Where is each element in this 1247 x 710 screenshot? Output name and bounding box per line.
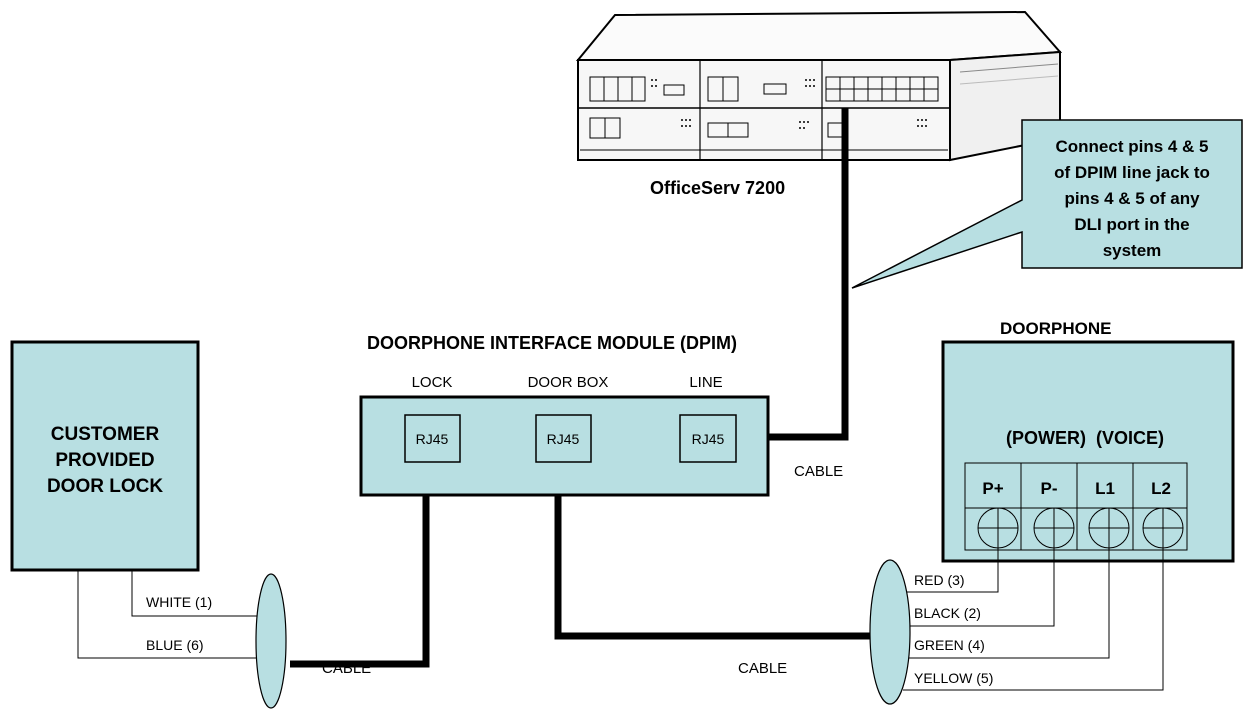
door-lock-line-1: CUSTOMER (51, 424, 160, 445)
callout-line-5: system (1103, 241, 1162, 260)
wire-label-yellow: YELLOW (5) (914, 670, 993, 686)
terminal-label-p-minus: P- (1041, 479, 1058, 498)
cable-label-line: CABLE (794, 463, 843, 480)
callout: Connect pins 4 & 5 of DPIM line jack to … (851, 119, 1243, 289)
doorphone-wires (903, 548, 1164, 691)
dpim-port-label-doorbox: DOOR BOX (528, 374, 609, 391)
rj45-label-doorbox: RJ45 (547, 431, 580, 447)
rj45-jack-lock (404, 414, 461, 463)
callout-line-3: pins 4 & 5 of any (1064, 189, 1200, 208)
doorbox-cable-splice (869, 559, 911, 705)
heavy-cables (290, 108, 873, 668)
dpim-module: RJ45 RJ45 RJ45 (359, 395, 770, 497)
wire-label-black: BLACK (2) (914, 605, 981, 621)
system-label: OfficeServ 7200 (650, 178, 785, 198)
terminal-label-p-plus: P+ (982, 479, 1003, 498)
terminal-label-l2: L2 (1151, 479, 1171, 498)
dpim-title: DOORPHONE INTERFACE MODULE (DPIM) (367, 333, 737, 353)
doorphone-title: DOORPHONE (1000, 319, 1111, 338)
dpim-port-label-lock: LOCK (412, 374, 453, 391)
cable-label-lock: CABLE (322, 660, 371, 677)
screw-terminal-l2 (1142, 507, 1184, 549)
wire-label-white: WHITE (1) (146, 594, 212, 610)
lock-cable (290, 468, 430, 668)
doorphone-subtitle: (POWER) (VOICE) (1006, 428, 1164, 448)
rj45-label-line: RJ45 (692, 431, 725, 447)
screw-terminal-p-plus (977, 507, 1019, 549)
rj45-jack-line (679, 414, 737, 463)
rj45-jack-doorbox (535, 414, 592, 463)
door-lock-line-3: DOOR LOCK (47, 476, 163, 497)
callout-line-1: Connect pins 4 & 5 (1055, 137, 1208, 156)
rj45-label-lock: RJ45 (416, 431, 449, 447)
officeserv-unit (575, 10, 1063, 162)
doorphone-box: (POWER) (VOICE) P+ P- L1 L2 (941, 340, 1235, 563)
wire-label-blue: BLUE (6) (146, 637, 204, 653)
lock-wires (77, 570, 268, 659)
doorbox-cable (554, 468, 873, 640)
door-lock-line-2: PROVIDED (55, 450, 154, 471)
screw-terminal-l1 (1088, 507, 1130, 549)
door-lock-box: CUSTOMER PROVIDED DOOR LOCK (10, 340, 200, 572)
wire-label-green: GREEN (4) (914, 637, 985, 653)
cable-label-doorbox: CABLE (738, 660, 787, 677)
line-cable (736, 108, 849, 441)
screw-terminal-p-minus (1033, 507, 1075, 549)
dpim-port-label-line: LINE (689, 374, 722, 391)
lock-cable-splice (255, 573, 287, 709)
terminal-label-l1: L1 (1095, 479, 1115, 498)
callout-line-2: of DPIM line jack to (1054, 163, 1210, 182)
callout-line-4: DLI port in the (1074, 215, 1189, 234)
wire-label-red: RED (3) (914, 572, 965, 588)
